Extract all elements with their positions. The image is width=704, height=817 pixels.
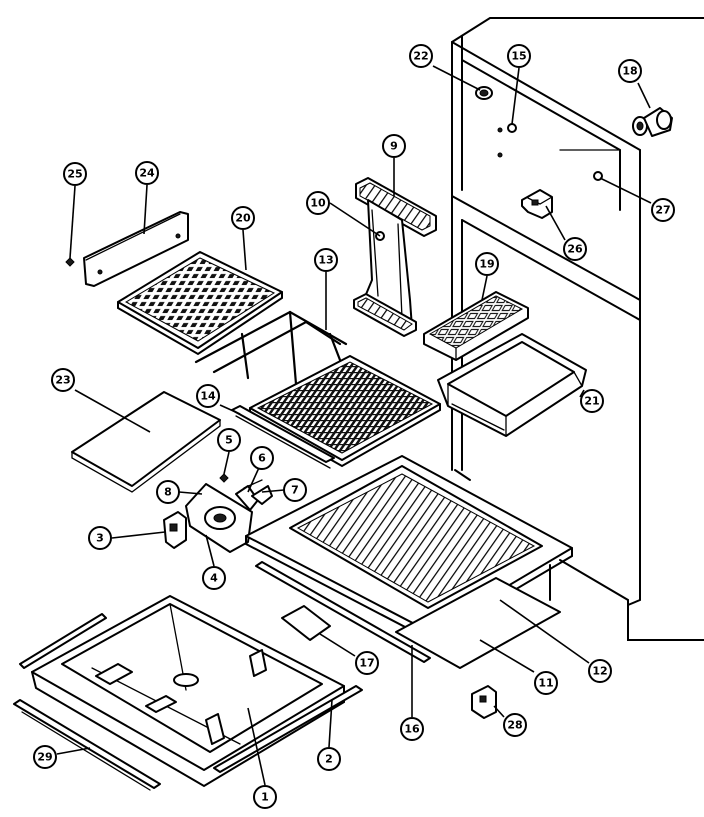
callout-3: 3 — [88, 526, 112, 550]
callout-22-label: 22 — [413, 50, 428, 63]
part-20-freezer-shelf — [117, 251, 283, 356]
callout-6-label: 6 — [258, 452, 266, 465]
callout-27: 27 — [651, 198, 675, 222]
callout-14-label: 14 — [200, 390, 216, 403]
part-5-screw — [219, 473, 229, 483]
callout-10: 10 — [306, 191, 330, 215]
callout-26: 26 — [563, 237, 587, 261]
callout-12-label: 12 — [592, 665, 607, 678]
part-22-fitting — [475, 86, 493, 100]
part-25-screw — [65, 257, 75, 267]
callout-12: 12 — [588, 659, 612, 683]
callout-11-label: 11 — [538, 677, 553, 690]
part-9-air-duct — [353, 177, 437, 337]
callout-28-label: 28 — [507, 719, 522, 732]
callout-20-label: 20 — [235, 212, 251, 225]
callout-16-label: 16 — [404, 723, 420, 736]
callout-24: 24 — [135, 161, 159, 185]
part-2-side-rail — [213, 685, 363, 773]
callout-21: 21 — [580, 389, 604, 413]
callout-25: 25 — [63, 162, 87, 186]
callout-15: 15 — [507, 44, 531, 68]
part-17-small-cover — [281, 605, 331, 641]
callout-3-label: 3 — [96, 532, 104, 545]
callout-5: 5 — [217, 428, 241, 452]
callout-19-label: 19 — [479, 258, 494, 271]
callout-29: 29 — [33, 745, 57, 769]
callout-13-label: 13 — [318, 254, 333, 267]
callout-7-label: 7 — [291, 484, 299, 497]
part-29-rail — [13, 699, 161, 791]
callout-9-label: 9 — [390, 140, 398, 153]
part-24-shelf-bracket — [83, 211, 189, 287]
callout-4-label: 4 — [210, 572, 218, 585]
callout-14: 14 — [196, 384, 220, 408]
callout-13: 13 — [314, 248, 338, 272]
left-rail — [19, 613, 107, 669]
callout-5-label: 5 — [225, 434, 233, 447]
callout-19: 19 — [475, 252, 499, 276]
callout-25-label: 25 — [67, 168, 82, 181]
part-23-glass-shelf — [71, 391, 221, 493]
callout-9: 9 — [382, 134, 406, 158]
callout-8: 8 — [156, 480, 180, 504]
callout-6: 6 — [250, 446, 274, 470]
part-14-shelf-trim — [231, 405, 335, 469]
part-18-control-knob — [632, 107, 673, 137]
callout-21-label: 21 — [584, 395, 599, 408]
callout-17: 17 — [355, 651, 379, 675]
callout-11: 11 — [534, 671, 558, 695]
callout-1: 1 — [253, 785, 277, 809]
part-28-bracket — [471, 685, 497, 719]
callout-22: 22 — [409, 44, 433, 68]
part-21-freezer-bin — [437, 333, 587, 437]
callout-20: 20 — [231, 206, 255, 230]
callout-8-label: 8 — [164, 486, 172, 499]
cabinet-shell — [451, 17, 704, 641]
callout-7: 7 — [283, 478, 307, 502]
callouts: 1 2 3 4 5 6 7 8 9 10 11 12 13 14 15 16 1… — [33, 44, 675, 809]
callout-26-label: 26 — [567, 243, 583, 256]
leader-lines — [56, 65, 652, 786]
part-15-screw — [507, 123, 517, 133]
part-1-crisper-pan — [31, 595, 345, 788]
callout-23-label: 23 — [55, 374, 70, 387]
part-26-bracket — [521, 189, 553, 219]
fan-motor-assembly — [185, 479, 273, 553]
callout-2: 2 — [317, 747, 341, 771]
callout-2-label: 2 — [325, 753, 333, 766]
part-19-ice-tray — [423, 291, 529, 361]
callout-17-label: 17 — [359, 657, 374, 670]
callout-24-label: 24 — [139, 167, 155, 180]
callout-1-label: 1 — [261, 791, 269, 804]
callout-28: 28 — [503, 713, 527, 737]
part-11-glass-cover — [395, 577, 561, 669]
part-16-trim-strip — [255, 561, 431, 663]
callout-29-label: 29 — [37, 751, 52, 764]
callout-27-label: 27 — [655, 204, 670, 217]
callout-4: 4 — [202, 566, 226, 590]
callout-23: 23 — [51, 368, 75, 392]
callout-18-label: 18 — [622, 65, 637, 78]
callout-15-label: 15 — [511, 50, 526, 63]
callout-16: 16 — [400, 717, 424, 741]
callout-10-label: 10 — [310, 197, 326, 210]
part-3-clip — [163, 511, 187, 549]
callout-18: 18 — [618, 59, 642, 83]
